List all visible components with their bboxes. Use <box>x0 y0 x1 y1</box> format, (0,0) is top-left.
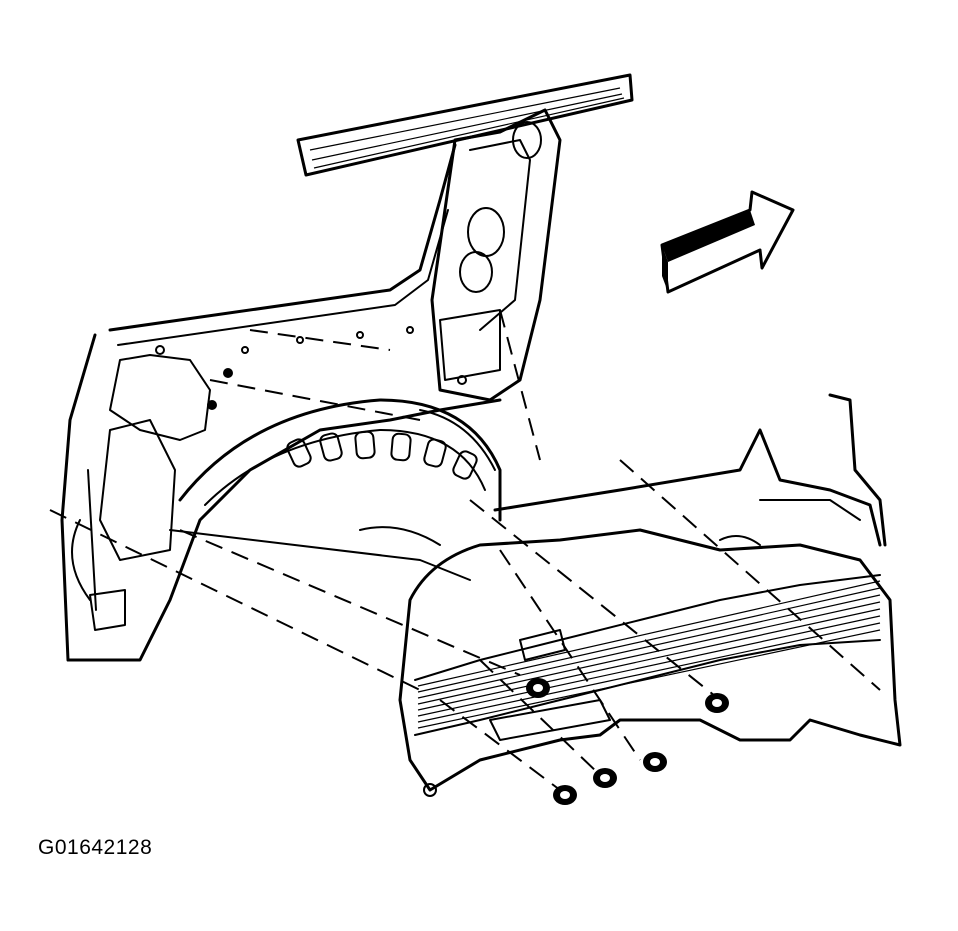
assembly-guide-lines <box>49 309 881 791</box>
push-pin-fastener-icon <box>643 752 667 772</box>
quarter-trim-panel <box>398 528 902 797</box>
push-pin-fastener-icon <box>593 768 617 788</box>
inner-quarter-panel <box>60 326 502 662</box>
d-pillar <box>430 108 562 402</box>
wheelhouse-slots <box>286 430 478 480</box>
roof-rail <box>296 73 634 177</box>
cargo-floor <box>169 409 496 581</box>
trim-panel-grille <box>417 580 881 729</box>
wheelhouse <box>178 398 502 522</box>
push-pin-fastener-icon <box>553 785 577 805</box>
rear-body-side <box>493 393 887 547</box>
front-direction-arrow-icon <box>660 190 795 294</box>
quarter-window-opening <box>108 143 457 346</box>
push-pin-fasteners <box>526 678 729 805</box>
figure-id-label: G01642128 <box>38 836 153 859</box>
push-pin-fastener-icon <box>705 693 729 713</box>
push-pin-fastener-icon <box>526 678 550 698</box>
